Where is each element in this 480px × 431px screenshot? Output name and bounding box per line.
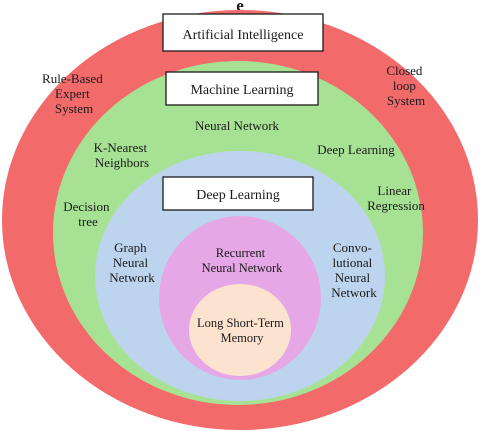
panel-label: e <box>236 0 244 15</box>
ml-title: Machine Learning <box>190 83 293 98</box>
linear-regression-label: Linear Regression <box>367 183 425 213</box>
closed-loop-system-label: Closed loop System <box>386 63 425 108</box>
decision-tree-label: Decision tree <box>63 199 112 229</box>
ai-title: Artificial Intelligence <box>183 28 304 43</box>
k-nearest-neighbors-label: K-Nearest Neighbors <box>94 140 151 170</box>
rule-based-expert-system-label: Rule-Based Expert System <box>42 71 106 116</box>
lstm-label: Long Short-Term Memory <box>197 316 287 345</box>
dl-title-box <box>162 176 314 211</box>
neural-network-label: Neural Network <box>195 118 280 133</box>
convolutional-neural-network-label: Convo- lutional Neural Network <box>331 240 377 300</box>
dl-title: Deep Learning <box>196 188 280 203</box>
ml-title-box <box>165 71 319 106</box>
ml-deep-learning-label: Deep Learning <box>317 142 395 157</box>
lstm-region <box>189 284 291 376</box>
graph-neural-network-label: Graph Neural Network <box>109 240 155 285</box>
ai-title-box <box>162 13 324 52</box>
recurrent-neural-network-label: Recurrent Neural Network <box>202 246 284 275</box>
